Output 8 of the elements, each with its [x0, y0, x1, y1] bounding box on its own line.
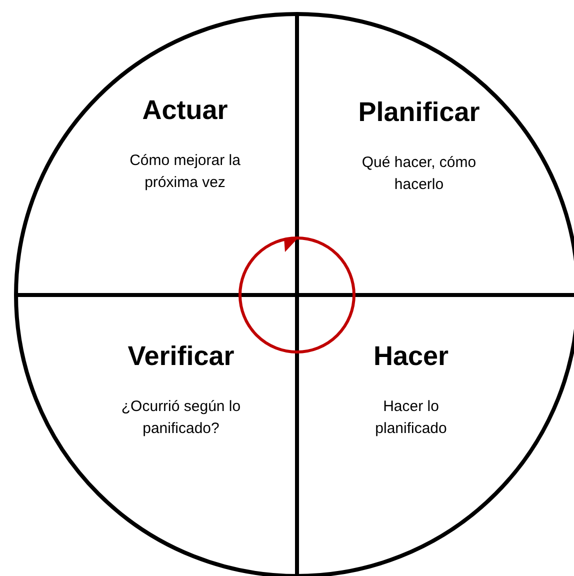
- quadrant-description: Cómo mejorar la próxima vez: [128, 150, 242, 193]
- quadrant-title: Verificar: [128, 340, 234, 373]
- quadrant-description: Hacer lo planificado: [374, 396, 448, 439]
- quadrant-description: ¿Ocurrió según lo panificado?: [120, 396, 242, 439]
- quadrant-title: Actuar: [142, 94, 228, 127]
- quadrant-title: Hacer: [373, 340, 449, 373]
- quadrant-title: Planificar: [358, 96, 480, 129]
- quadrant-description: Qué hacer, cómo hacerlo: [360, 152, 478, 195]
